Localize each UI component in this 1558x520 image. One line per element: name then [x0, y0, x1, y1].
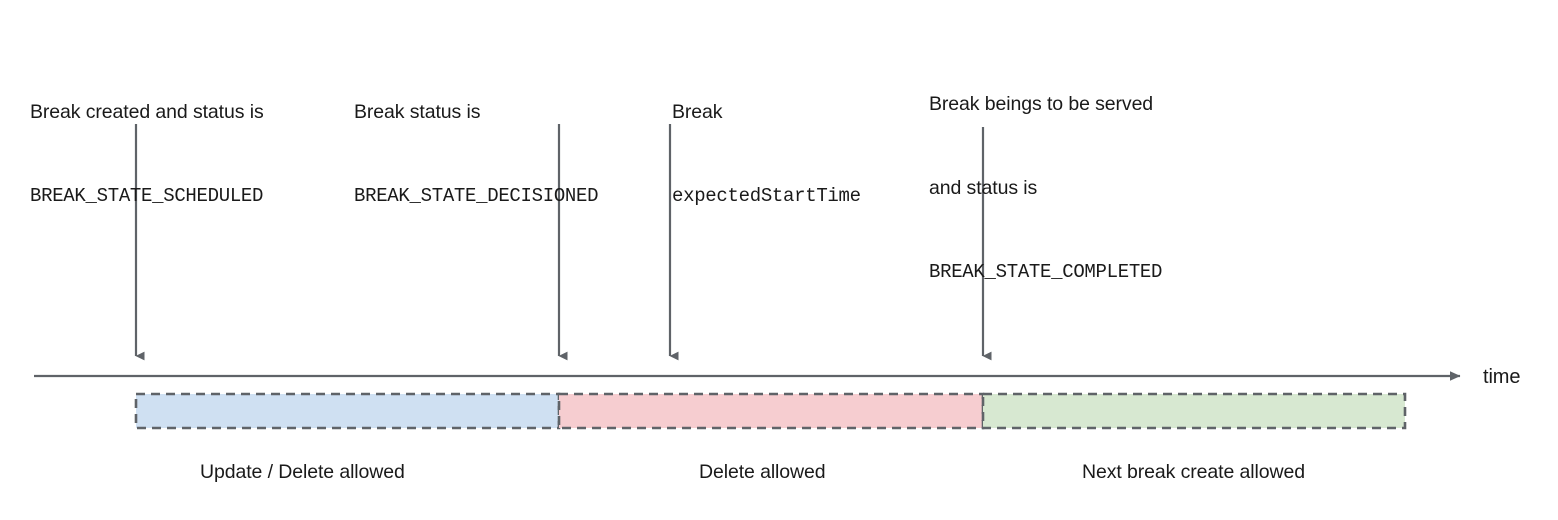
annotation-line: BREAK_STATE_COMPLETED: [929, 261, 1163, 283]
segment-caption-update-delete-allowed: Update / Delete allowed: [200, 461, 405, 483]
segment-caption-delete-allowed: Delete allowed: [699, 461, 826, 483]
segment-update-delete-allowed: [134, 392, 561, 430]
annotation-line: expectedStartTime: [672, 185, 861, 207]
annotation-line: and status is: [929, 177, 1038, 199]
annotation-line: Break status is: [354, 101, 481, 123]
annotation-line: Break beings to be served: [929, 93, 1154, 115]
segment-next-break-create-allowed: [981, 392, 1407, 430]
annotation-label-break-completed: Break beings to be served and status is …: [929, 34, 1162, 314]
annotation-line: BREAK_STATE_SCHEDULED: [30, 185, 264, 207]
annotation-label-break-decisioned: Break status is BREAK_STATE_DECISIONED: [354, 42, 599, 238]
annotation-arrows: [134, 124, 992, 361]
annotation-line: BREAK_STATE_DECISIONED: [354, 185, 599, 207]
annotation-label-break-created-scheduled: Break created and status is BREAK_STATE_…: [30, 42, 264, 238]
annotation-label-break-expected-start-time: Break expectedStartTime: [672, 42, 861, 238]
segment-caption-next-break-create-allowed: Next break create allowed: [1082, 461, 1305, 483]
time-axis-label: time: [1483, 366, 1521, 388]
annotation-line: Break: [672, 101, 723, 123]
segment-delete-allowed: [557, 392, 985, 430]
phase-segments: [134, 392, 1407, 430]
annotation-line: Break created and status is: [30, 101, 264, 123]
